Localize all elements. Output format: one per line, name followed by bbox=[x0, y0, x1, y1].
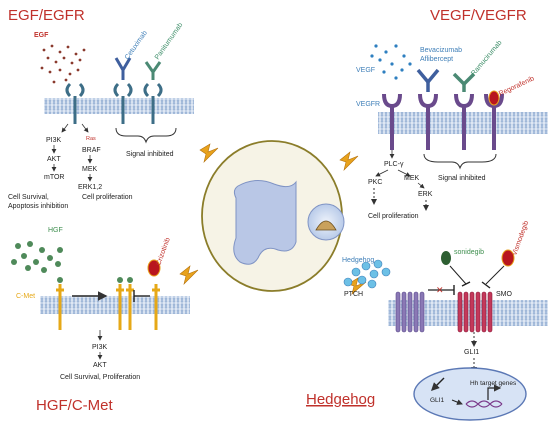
hgf-label: HGF bbox=[48, 227, 63, 234]
egfr-outcome-left-2: Apoptosis inhibition bbox=[8, 203, 68, 210]
nucleus bbox=[413, 367, 527, 421]
erk-label: ERK bbox=[418, 191, 433, 198]
hgf-akt-label: AKT bbox=[93, 362, 107, 369]
aflibercept-label: Aflibercept bbox=[420, 56, 453, 63]
egf-ligand-dots bbox=[40, 44, 86, 84]
cmet-membrane bbox=[40, 296, 190, 314]
egf-label: EGF bbox=[34, 32, 49, 39]
plc-gamma-label: PLC-γ bbox=[384, 161, 404, 168]
gli1-label: GLI1 bbox=[464, 349, 479, 356]
pi3k-label: PI3K bbox=[46, 137, 62, 144]
cmet-receptor bbox=[56, 284, 160, 330]
hgf-panel: HGF C-Met Crizotinib PI3K AKT Cell Survi… bbox=[11, 227, 190, 414]
antibody-icon bbox=[416, 68, 440, 92]
ptch-receptor bbox=[395, 291, 425, 333]
akt-label: AKT bbox=[47, 156, 61, 163]
hedgehog-panel: Hedgehog PTCH SMO ✕ sonidegib Vismodegib bbox=[306, 220, 548, 421]
ras-label: Ras bbox=[86, 136, 96, 142]
panitumumab-label: Panitumumab bbox=[154, 22, 185, 61]
egfr-panel: EGF/EGFR EGF bbox=[8, 7, 194, 210]
vegfr-brace bbox=[423, 153, 497, 170]
bevacizumab-label: Bevacizumab bbox=[420, 47, 462, 54]
ptch-label: PTCH bbox=[344, 291, 363, 298]
cetuximab-label: Cetuximab bbox=[124, 30, 149, 62]
vegfr-panel: VEGF/VEGFR VEGF VEGFR Bevacizumab Aflibe… bbox=[356, 7, 548, 220]
mek-label: MEK bbox=[82, 166, 98, 173]
hgf-outcome: Cell Survival, Proliferation bbox=[60, 374, 140, 381]
egfr-receptor-cetux bbox=[113, 82, 133, 124]
tumor-icon bbox=[315, 220, 337, 231]
hgf-ligand-dots bbox=[11, 241, 63, 273]
hgf-title: HGF/C-Met bbox=[36, 397, 113, 414]
mtor-label: mTOR bbox=[44, 174, 64, 181]
crizotinib-capsule-icon bbox=[147, 259, 161, 277]
vismodegib-capsule-icon bbox=[501, 249, 515, 267]
egfr-title: EGF/EGFR bbox=[8, 7, 85, 24]
vegfr-inhibited-label: Signal inhibited bbox=[438, 175, 486, 182]
egfr-outcome-left-1: Cell Survival, bbox=[8, 194, 49, 201]
vegfr-title: VEGF/VEGFR bbox=[430, 7, 527, 24]
hgf-pi3k-label: PI3K bbox=[92, 344, 108, 351]
egfr-outcome-right: Cell proliferation bbox=[82, 194, 133, 201]
erk12-label: ERK1,2 bbox=[78, 184, 102, 191]
center-colon-circle bbox=[201, 140, 345, 292]
vegfr-receptors bbox=[382, 93, 504, 150]
hedgehog-label: Hedgehog bbox=[342, 257, 374, 264]
vegfr-label: VEGFR bbox=[356, 101, 380, 108]
vegf-ligand-dots bbox=[370, 44, 412, 80]
vegfr-outcome: Cell proliferation bbox=[368, 213, 419, 220]
vegf-label: VEGF bbox=[356, 67, 375, 74]
colon-organ-icon bbox=[233, 180, 297, 265]
ramucirumab-label: Ramucirumab bbox=[470, 39, 503, 77]
antibody-icon bbox=[452, 72, 476, 92]
smo-label: SMO bbox=[496, 291, 513, 298]
gli1-nucleus-label: GLI1 bbox=[430, 397, 444, 404]
crizotinib-label: Crizotinib bbox=[155, 237, 172, 267]
egfr-membrane bbox=[44, 98, 194, 114]
hedgehog-title: Hedgehog bbox=[306, 391, 375, 408]
hh-target-genes-label: Hh target genes bbox=[470, 380, 517, 387]
dna-icon bbox=[465, 400, 503, 408]
antibody-icon bbox=[144, 61, 162, 80]
egfr-inhibited-label: Signal inhibited bbox=[126, 151, 174, 158]
regorafenib-label: Regorafenib bbox=[498, 75, 536, 98]
vismodegib-label: Vismodegib bbox=[511, 220, 530, 257]
cmet-label: C-Met bbox=[16, 293, 35, 300]
hedgehog-ligand-dots bbox=[343, 259, 391, 289]
regorafenib-capsule-icon bbox=[488, 90, 500, 106]
antibody-icon bbox=[114, 57, 132, 80]
egfr-brace bbox=[115, 127, 177, 144]
braf-label: BRAF bbox=[82, 147, 101, 154]
cross-mark-icon: ✕ bbox=[436, 285, 444, 295]
pkc-label: PKC bbox=[368, 179, 382, 186]
lightning-bolt-icon bbox=[179, 143, 367, 295]
smo-receptor bbox=[457, 291, 493, 333]
sonidegib-label: sonidegib bbox=[454, 249, 484, 256]
sonidegib-capsule-icon bbox=[441, 251, 451, 265]
egfr-receptor-panit bbox=[143, 82, 163, 124]
mek-vegf-label: MEK bbox=[404, 175, 420, 182]
egfr-receptor bbox=[65, 82, 85, 124]
